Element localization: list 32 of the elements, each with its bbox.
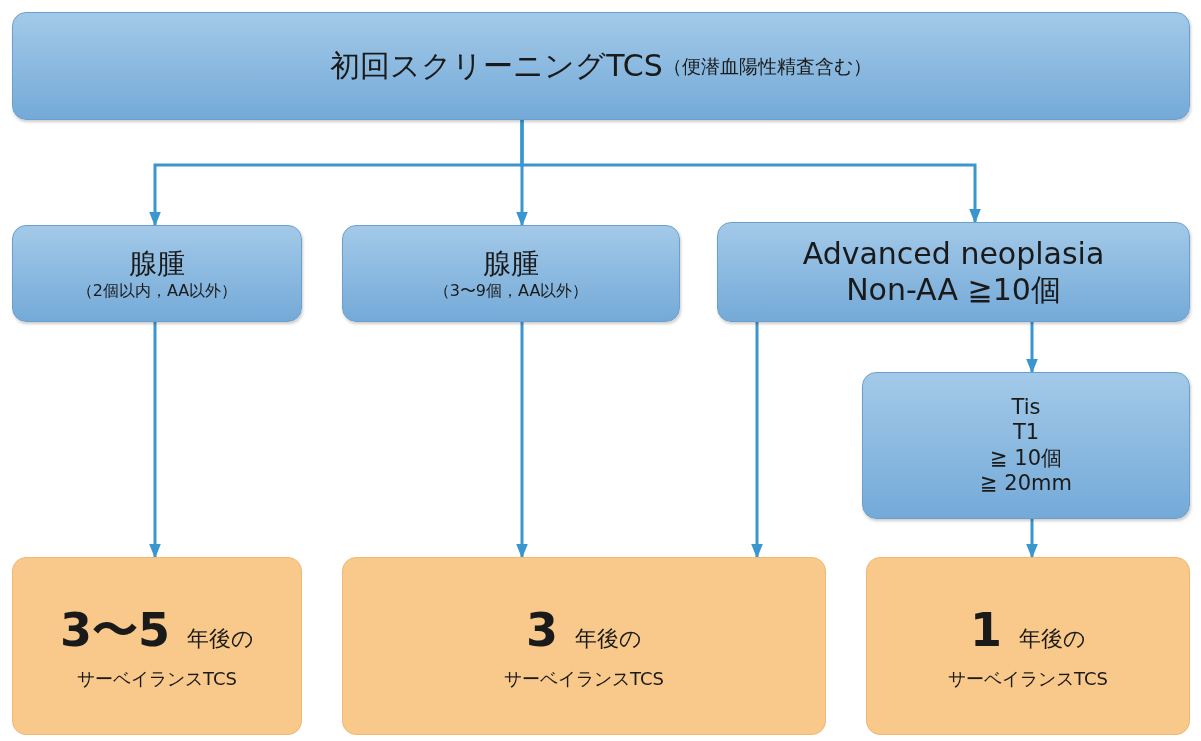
process-box (12, 225, 302, 322)
node-text: （2個以内，AA以外） (76, 280, 238, 300)
node-text: 腺腫 (129, 247, 185, 281)
node-text: T1 (1012, 420, 1040, 446)
node-text: Non-AA ≧10個 (846, 272, 1061, 308)
process-box (342, 225, 680, 322)
node-text: サーベイランスTCS (77, 667, 237, 690)
node-text: Tis (1011, 395, 1041, 421)
arrow (520, 120, 981, 224)
process-box (12, 12, 1190, 120)
node-text: （3〜9個，AA以外） (433, 280, 589, 300)
node-text: ≧ 20mm (980, 470, 1072, 496)
interval-text: 3〜5 年後の (60, 602, 254, 658)
interval-text: 3 年後の (526, 602, 642, 658)
process-box (717, 222, 1190, 322)
interval-text: 1 年後の (970, 602, 1086, 658)
arrow (516, 322, 528, 559)
arrow (751, 322, 763, 559)
arrow (1026, 519, 1038, 559)
node-text: サーベイランスTCS (504, 667, 664, 690)
node-text: （便潜血陽性精査含む） (662, 54, 872, 78)
node-text: Advanced neoplasia (802, 236, 1105, 272)
result-box (342, 557, 826, 735)
process-box (862, 372, 1190, 519)
node-text: 腺腫 (483, 247, 539, 281)
arrow (1026, 322, 1038, 374)
result-box (12, 557, 302, 735)
node-text: 初回スクリーニングTCS (330, 48, 663, 84)
arrow (149, 322, 161, 559)
result-box (866, 557, 1190, 735)
node-text: ≧ 10個 (990, 445, 1062, 471)
node-text: サーベイランスTCS (948, 667, 1108, 690)
